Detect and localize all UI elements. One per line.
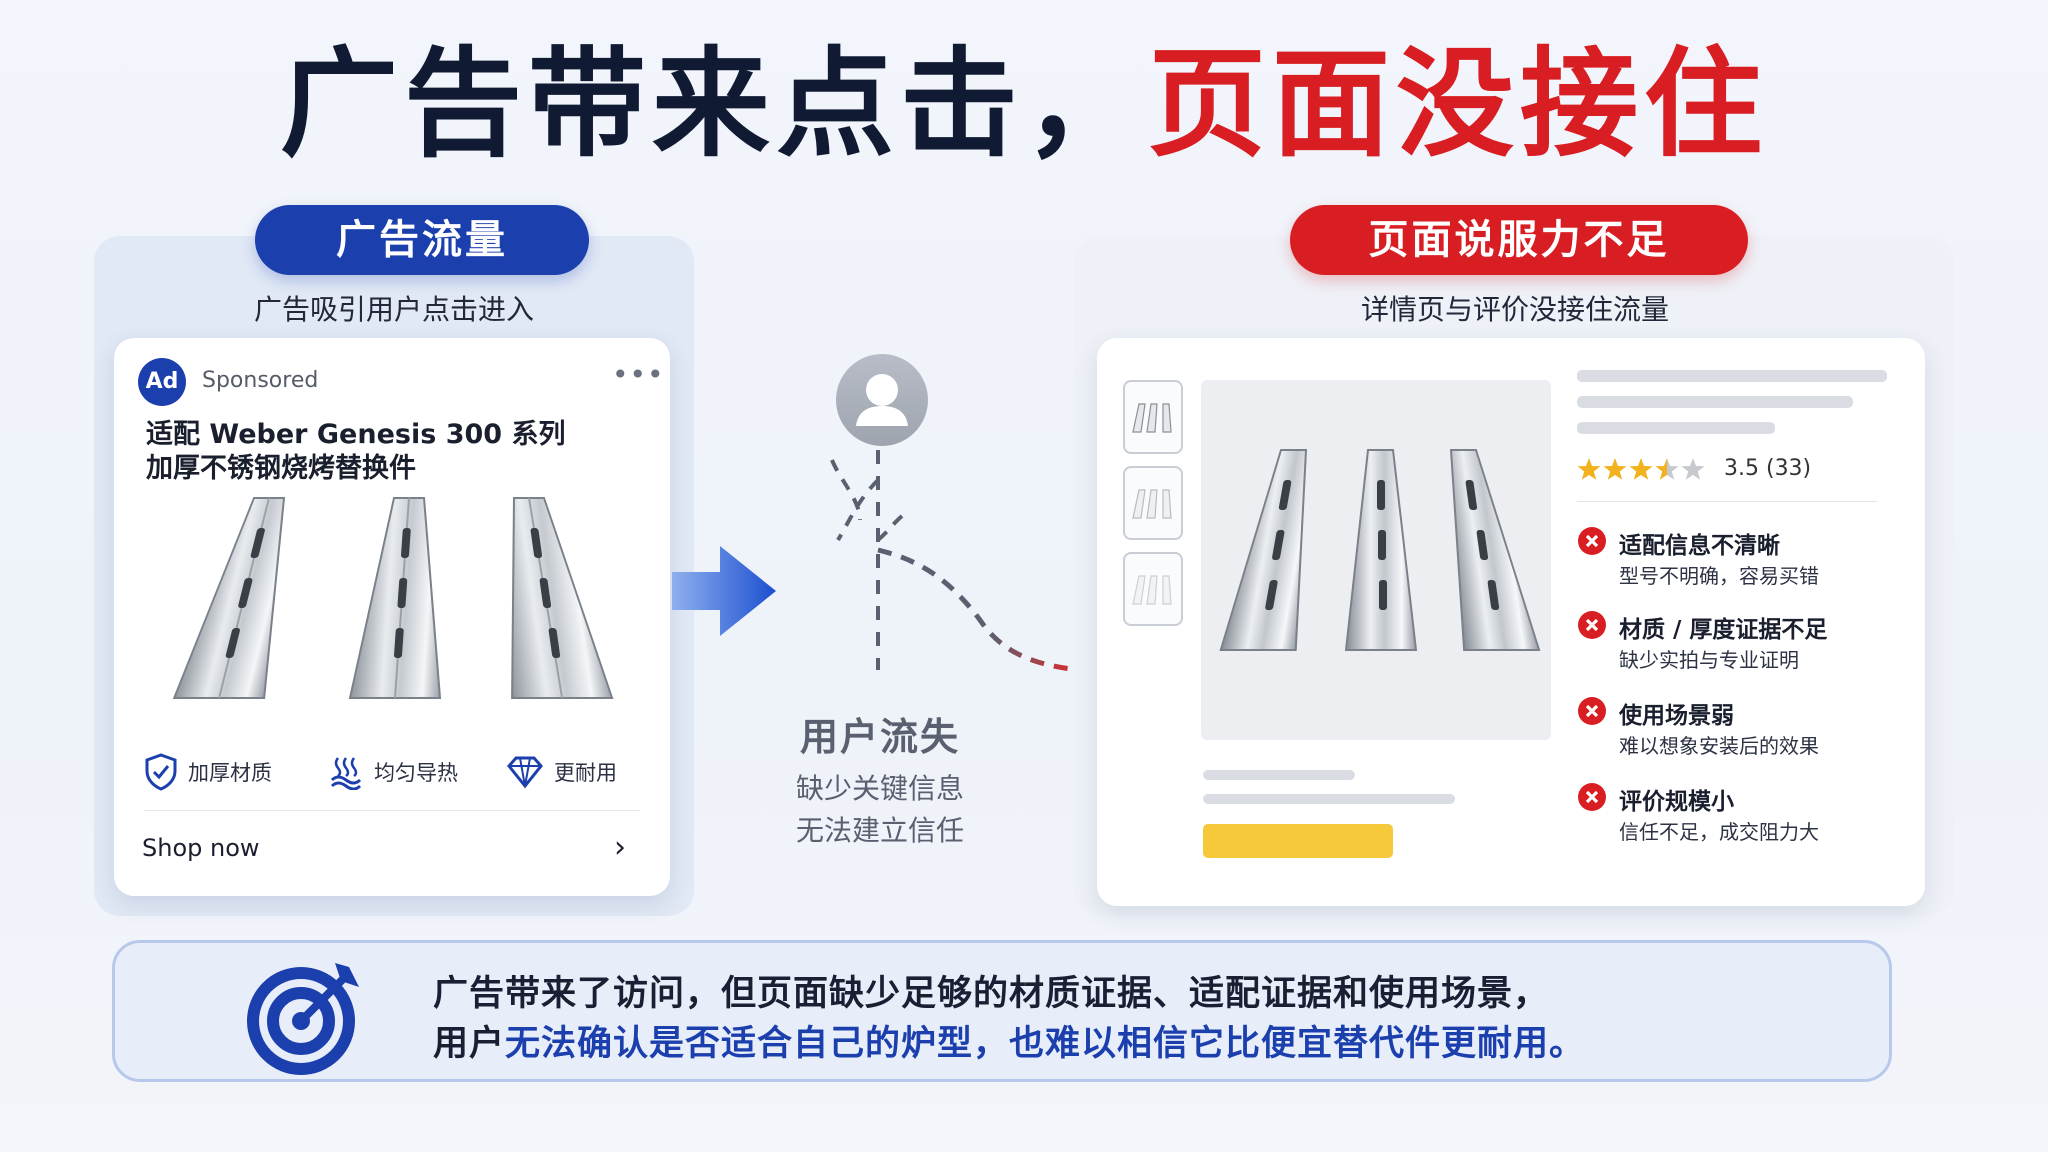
issue-desc: 型号不明确，容易买错 xyxy=(1619,564,1819,588)
issue-desc: 难以想象安装后的效果 xyxy=(1619,734,1819,758)
diamond-icon xyxy=(507,756,543,789)
churn-reason-2: 无法建立信任 xyxy=(795,814,964,847)
target-icon xyxy=(247,963,359,1075)
issue-desc: 缺少实拍与专业证明 xyxy=(1619,648,1799,672)
conclusion-line-2-highlight: 无法确认是否适合自己的炉型，也难以相信它比便宜替代件更耐用。 xyxy=(505,1024,1586,1064)
conclusion-banner: 广告带来了访问，但页面缺少足够的材质证据、适配证据和使用场景， 用户无法确认是否… xyxy=(112,940,1892,1082)
issue-title: 使用场景弱 xyxy=(1619,703,1734,729)
ad-title-line-2: 加厚不锈钢烧烤替换件 xyxy=(146,453,416,484)
star-rating xyxy=(1577,454,1709,484)
issue-title: 评价规模小 xyxy=(1619,789,1734,815)
star-rating-icon xyxy=(1577,458,1705,480)
flow-arrow-icon xyxy=(672,546,776,636)
conclusion-text: 广告带来了访问，但页面缺少足够的材质证据、适配证据和使用场景， 用户无法确认是否… xyxy=(433,969,1585,1069)
add-to-cart-button[interactable] xyxy=(1203,824,1393,858)
feature-thick-material: 加厚材质 xyxy=(144,750,272,794)
product-thumbnail-2[interactable] xyxy=(1123,466,1183,540)
churn-reason-1: 缺少关键信息 xyxy=(795,772,964,805)
ad-title: 适配 Weber Genesis 300 系列 加厚不锈钢烧烤替换件 xyxy=(146,418,565,486)
conclusion-line-2-prefix: 用户 xyxy=(433,1024,506,1064)
card-divider xyxy=(144,810,640,811)
shield-check-icon xyxy=(145,753,177,791)
heat-plates-product-image xyxy=(172,497,614,699)
product-main-image xyxy=(1201,380,1551,740)
more-options-icon[interactable]: ••• xyxy=(612,358,665,391)
feature-label: 均匀导热 xyxy=(374,761,458,785)
issue-title: 材质 / 厚度证据不足 xyxy=(1619,617,1828,643)
placeholder-title-bar xyxy=(1577,396,1853,408)
product-detail-page-mock: 3.5 (33) 适配信息不清晰 型号不明确，容易买错 材质 / 厚度证据不足 … xyxy=(1097,338,1925,906)
conclusion-line-2: 用户无法确认是否适合自己的炉型，也难以相信它比便宜替代件更耐用。 xyxy=(433,1019,1585,1069)
error-x-icon xyxy=(1578,611,1606,639)
error-x-icon xyxy=(1578,783,1606,811)
user-churn-reasons: 缺少关键信息 无法建立信任 xyxy=(760,768,1000,852)
page-persuasion-pill: 页面说服力不足 xyxy=(1290,205,1748,275)
ad-traffic-pill: 广告流量 xyxy=(255,205,589,275)
placeholder-text-bar xyxy=(1203,794,1455,804)
shop-now-link[interactable]: Shop now xyxy=(142,834,260,862)
headline-part-1: 广告带来点击， xyxy=(279,35,1148,173)
feature-list: 加厚材质 均匀导热 更耐用 xyxy=(144,750,644,794)
ad-badge: Ad xyxy=(138,358,186,406)
conclusion-line-1: 广告带来了访问，但页面缺少足够的材质证据、适配证据和使用场景， xyxy=(433,974,1550,1014)
chevron-right-icon[interactable]: › xyxy=(614,830,626,865)
rating-divider xyxy=(1577,501,1877,502)
feature-label: 加厚材质 xyxy=(188,761,272,785)
feature-even-heat: 均匀导热 xyxy=(328,750,458,794)
product-thumbnail-1[interactable] xyxy=(1123,380,1183,454)
ad-title-line-1: 适配 Weber Genesis 300 系列 xyxy=(146,419,566,450)
page-persuasion-subtitle: 详情页与评价没接住流量 xyxy=(1360,293,1669,326)
feature-label: 更耐用 xyxy=(554,761,617,785)
placeholder-title-bar xyxy=(1577,422,1775,434)
feature-more-durable: 更耐用 xyxy=(506,750,617,794)
sponsored-ad-card[interactable]: Ad Sponsored ••• 适配 Weber Genesis 300 系列… xyxy=(114,338,670,896)
error-x-icon xyxy=(1578,527,1606,555)
user-churn-title: 用户流失 xyxy=(799,715,960,759)
headline: 广告带来点击，页面没接住 xyxy=(0,39,2048,170)
issue-desc: 信任不足，成交阻力大 xyxy=(1619,820,1819,844)
heat-wave-icon xyxy=(330,757,362,790)
placeholder-text-bar xyxy=(1203,770,1355,780)
headline-part-2: 页面没接住 xyxy=(1148,35,1769,173)
placeholder-title-bar xyxy=(1577,370,1887,382)
issue-title: 适配信息不清晰 xyxy=(1619,533,1780,559)
error-x-icon xyxy=(1578,697,1606,725)
ad-traffic-subtitle: 广告吸引用户点击进入 xyxy=(253,293,534,326)
rating-value: 3.5 (33) xyxy=(1724,456,1812,481)
product-thumbnail-3[interactable] xyxy=(1123,552,1183,626)
user-avatar-icon xyxy=(836,354,928,446)
sponsored-label: Sponsored xyxy=(202,368,319,393)
